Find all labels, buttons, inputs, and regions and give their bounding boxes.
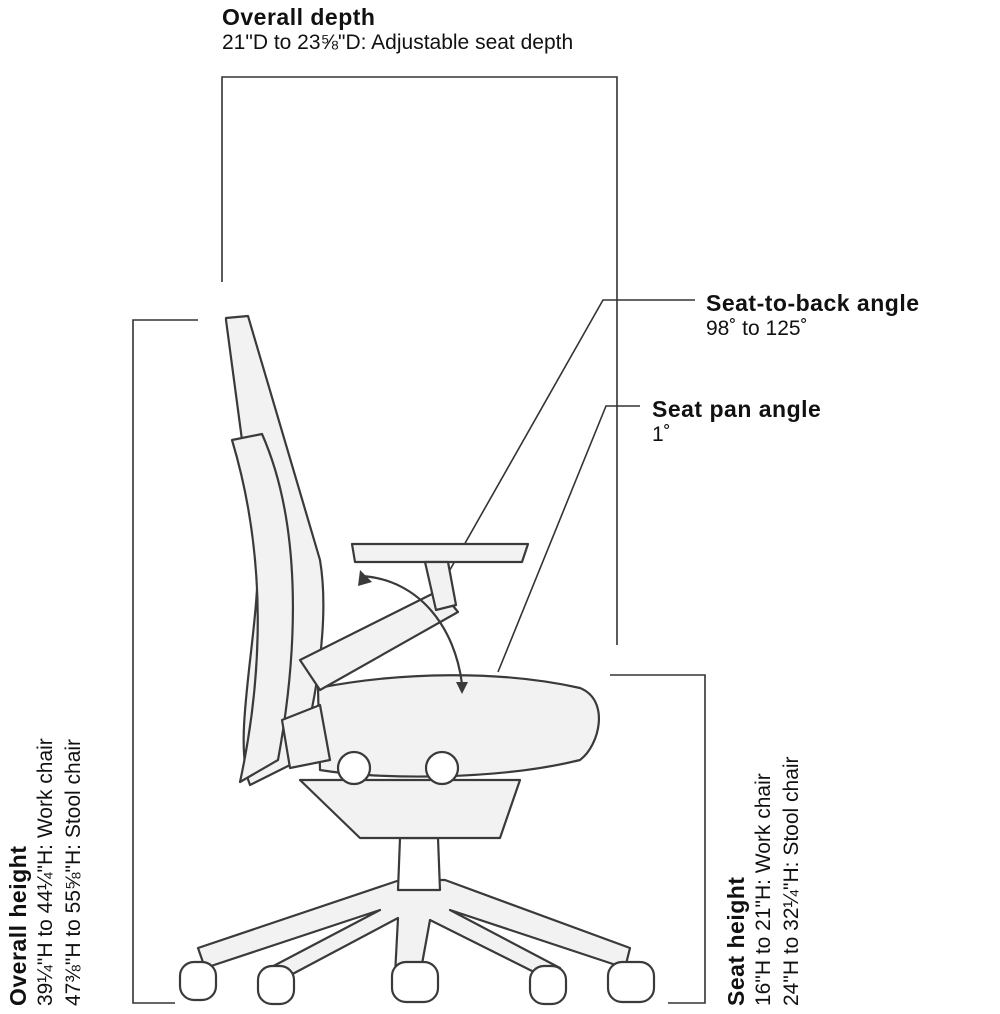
seat-to-back-angle-value: 98˚ to 125˚ [706, 317, 808, 340]
seat-height-stool: 24"H to 32¼"H: Stool chair [780, 756, 803, 1006]
chair-mechanism [298, 778, 522, 840]
seat-to-back-angle-title: Seat-to-back angle [706, 290, 920, 316]
overall-height-stool: 47⅜"H to 55⅝"H: Stool chair [62, 738, 85, 1006]
overall-height-title: Overall height [5, 845, 31, 1006]
seat-pan-angle-title: Seat pan angle [652, 396, 822, 422]
overall-height-work: 39¼"H to 44¼"H: Work chair [34, 738, 57, 1006]
chair-armrest [350, 542, 530, 564]
seat-pan-angle-label: Seat pan angle 1˚ [652, 396, 821, 447]
seat-pan-angle-value: 1˚ [652, 423, 671, 446]
chair-diagram [178, 314, 656, 1006]
seat-pan-leader [497, 405, 640, 673]
seat-height-title: Seat height [723, 876, 749, 1006]
seat-to-back-leader [429, 299, 695, 606]
chair-column [396, 836, 442, 892]
overall-depth-title: Overall depth [222, 4, 376, 30]
seat-height-bracket [610, 674, 706, 1004]
overall-height-bracket [132, 319, 198, 1004]
overall-depth-label: Overall depth 21"D to 23⅝"D: Adjustable … [222, 4, 573, 55]
chair-casters [178, 960, 656, 1006]
seat-to-back-angle-label: Seat-to-back angle 98˚ to 125˚ [706, 290, 920, 341]
overall-depth-value: 21"D to 23⅝"D: Adjustable seat depth [222, 31, 574, 54]
overall-height-label: Overall height 39¼"H to 44¼"H: Work chai… [4, 738, 88, 1006]
chair-base [196, 878, 632, 980]
seat-height-label: Seat height 16"H to 21"H: Work chair 24"… [722, 756, 806, 1006]
seat-height-work: 16"H to 21"H: Work chair [752, 773, 775, 1006]
overall-depth-bracket [221, 76, 618, 645]
chair-seat [316, 674, 601, 778]
angle-arc-arrow [358, 570, 468, 694]
